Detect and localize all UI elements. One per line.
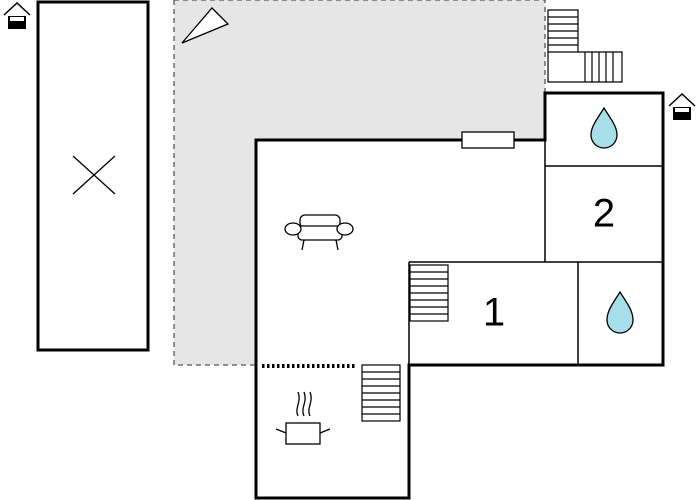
window-icon	[461, 131, 515, 149]
room-2-label: 2	[593, 192, 615, 236]
stairs-icon	[361, 364, 401, 422]
main-building-walls	[254, 91, 665, 500]
stairs-icon	[409, 264, 449, 322]
sofa-icon	[284, 214, 354, 251]
house-entrance-icon	[668, 92, 696, 120]
water-drop-icon	[606, 290, 634, 334]
triangle-marker-icon	[181, 7, 230, 44]
room-1-label: 1	[483, 291, 505, 335]
stairs-icon	[547, 9, 623, 83]
water-drop-icon	[590, 106, 618, 149]
outbuilding-rectangle	[36, 0, 150, 352]
x-mark-icon	[72, 155, 116, 195]
cooking-pot-icon	[275, 391, 331, 445]
house-entrance-icon	[3, 1, 31, 29]
terrace-area	[173, 0, 546, 366]
